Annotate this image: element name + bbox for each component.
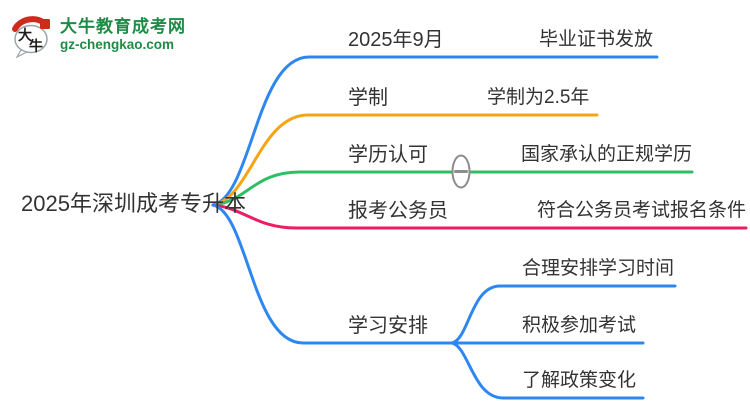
logo-red-seal — [40, 19, 50, 29]
edge-subbranch-arrange-time — [450, 284, 677, 345]
leaf-node-exam-eligibility[interactable]: 符合公务员考试报名条件 — [537, 200, 747, 221]
leaf-node-take-exams[interactable]: 积极参加考试 — [522, 315, 637, 336]
edge-branch-civil-servant — [211, 203, 748, 230]
edge-branch-recognition — [211, 170, 694, 207]
branch-node-civil-servant[interactable]: 报考公务员 — [348, 200, 448, 222]
logo-domain-text: gz-chengkao.com — [60, 37, 175, 52]
branch-node-recognition[interactable]: 学历认可 — [348, 144, 428, 166]
logo-brand-text: 大牛教育成考网 — [60, 17, 186, 36]
collapse-toggle-button[interactable] — [451, 154, 471, 189]
edge-branch-study-plan — [211, 203, 454, 345]
branch-node-duration[interactable]: 学制 — [348, 87, 388, 109]
edge-subbranch-policy-changes — [450, 341, 645, 400]
leaf-node-duration-value[interactable]: 学制为2.5年 — [487, 87, 590, 108]
root-node[interactable]: 2025年深圳成考专升本 — [21, 191, 246, 216]
leaf-node-state-recognized[interactable]: 国家承认的正规学历 — [521, 144, 693, 165]
daniu-bull-logo-icon: 大 牛 — [12, 16, 50, 58]
edge-branch-duration — [211, 113, 599, 207]
leaf-node-policy-changes[interactable]: 了解政策变化 — [522, 370, 637, 391]
logo-char-niu: 牛 — [29, 38, 43, 54]
branch-node-graduation-date[interactable]: 2025年9月 — [348, 29, 444, 51]
leaf-node-arrange-time[interactable]: 合理安排学习时间 — [522, 258, 675, 279]
site-logo[interactable]: 大 牛 大牛教育成考网 gz-chengkao.com — [10, 12, 186, 58]
leaf-node-certificate-issue[interactable]: 毕业证书发放 — [539, 29, 654, 50]
branch-node-study-plan[interactable]: 学习安排 — [348, 315, 428, 337]
logo-char-da: 大 — [18, 27, 32, 43]
edge-branch-graduation — [211, 55, 659, 207]
